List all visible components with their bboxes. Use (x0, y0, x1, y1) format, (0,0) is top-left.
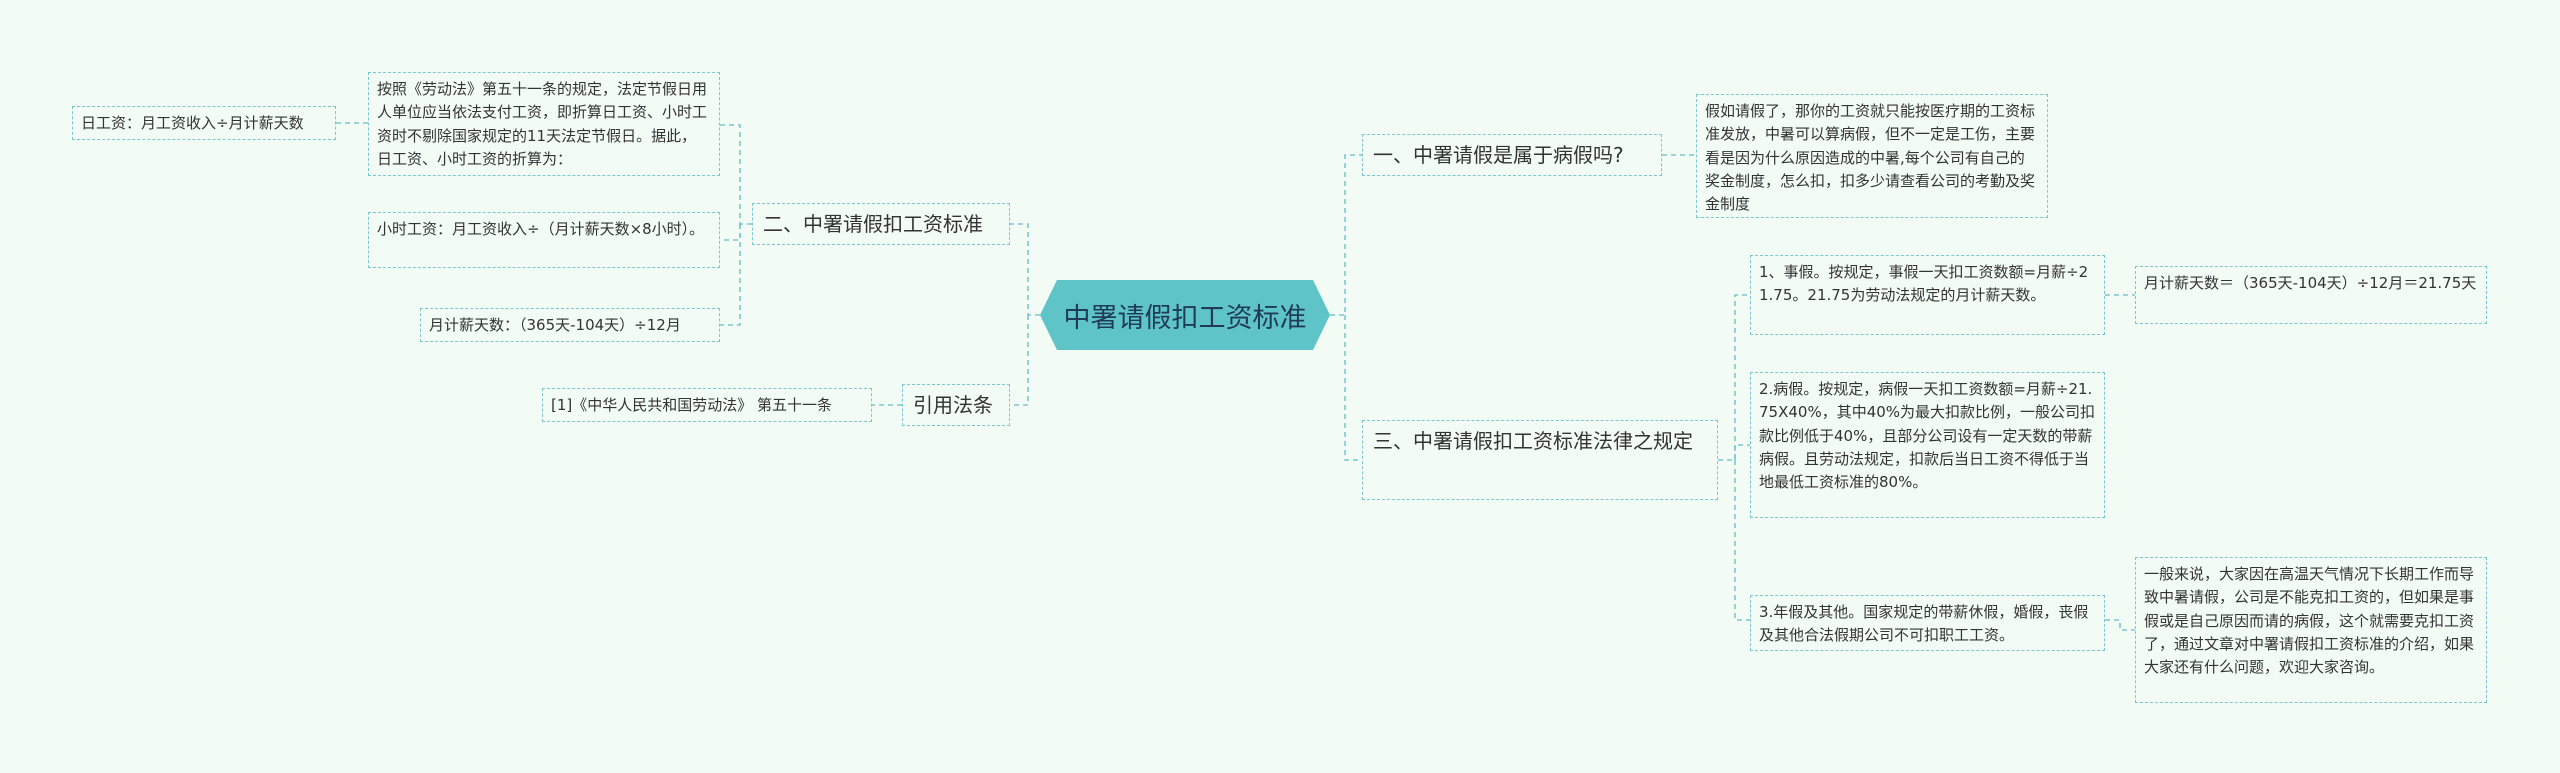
central-topic[interactable]: 中署请假扣工资标准 (1040, 280, 1330, 350)
daily-wage-formula[interactable]: 日工资：月工资收入÷月计薪天数 (72, 106, 336, 140)
summary-conclusion[interactable]: 一般来说，大家因在高温天气情况下长期工作而导致中暑请假，公司是不能克扣工资的，但… (2135, 557, 2487, 703)
branch-cited-law[interactable]: 引用法条 (902, 384, 1010, 426)
connector (1330, 154, 1362, 316)
connector (1718, 294, 1750, 461)
connector (1010, 315, 1029, 406)
cited-law-article[interactable]: [1]《中华人民共和国劳动法》 第五十一条 (542, 388, 872, 422)
connector (1734, 460, 1750, 621)
monthly-paid-days-detail[interactable]: 月计薪天数＝（365天-104天）÷12月＝21.75天 (2135, 266, 2487, 324)
connector (720, 124, 752, 225)
monthly-paid-days-formula[interactable]: 月计薪天数：（365天-104天）÷12月 (420, 308, 720, 342)
labor-law-rule-note[interactable]: 按照《劳动法》第五十一条的规定，法定节假日用人单位应当依法支付工资，即折算日工资… (368, 72, 720, 176)
connector (720, 224, 741, 241)
sick-leave-explanation[interactable]: 假如请假了，那你的工资就只能按医疗期的工资标准发放，中暑可以算病假，但不一定是工… (1696, 94, 2048, 218)
branch-is-sick-leave[interactable]: 一、中署请假是属于病假吗? (1362, 134, 1662, 176)
sick-leave-rule[interactable]: 2.病假。按规定，病假一天扣工资数额=月薪÷21.75X40%，其中40%为最大… (1750, 372, 2105, 518)
connector (1734, 444, 1750, 460)
annual-and-other-leave-rule[interactable]: 3.年假及其他。国家规定的带薪休假，婚假，丧假及其他合法假期公司不可扣职工工资。 (1750, 595, 2105, 651)
connector (2105, 619, 2135, 631)
personal-leave-rule[interactable]: 1、事假。按规定，事假一天扣工资数额=月薪÷21.75。21.75为劳动法规定的… (1750, 255, 2105, 335)
branch-legal-provisions[interactable]: 三、中署请假扣工资标准法律之规定 (1362, 420, 1718, 500)
connector (720, 224, 741, 326)
branch-salary-standard[interactable]: 二、中署请假扣工资标准 (752, 203, 1010, 245)
connector (1344, 315, 1362, 461)
hourly-wage-formula[interactable]: 小时工资：月工资收入÷（月计薪天数×8小时）。 (368, 212, 720, 268)
connector (1010, 223, 1040, 316)
